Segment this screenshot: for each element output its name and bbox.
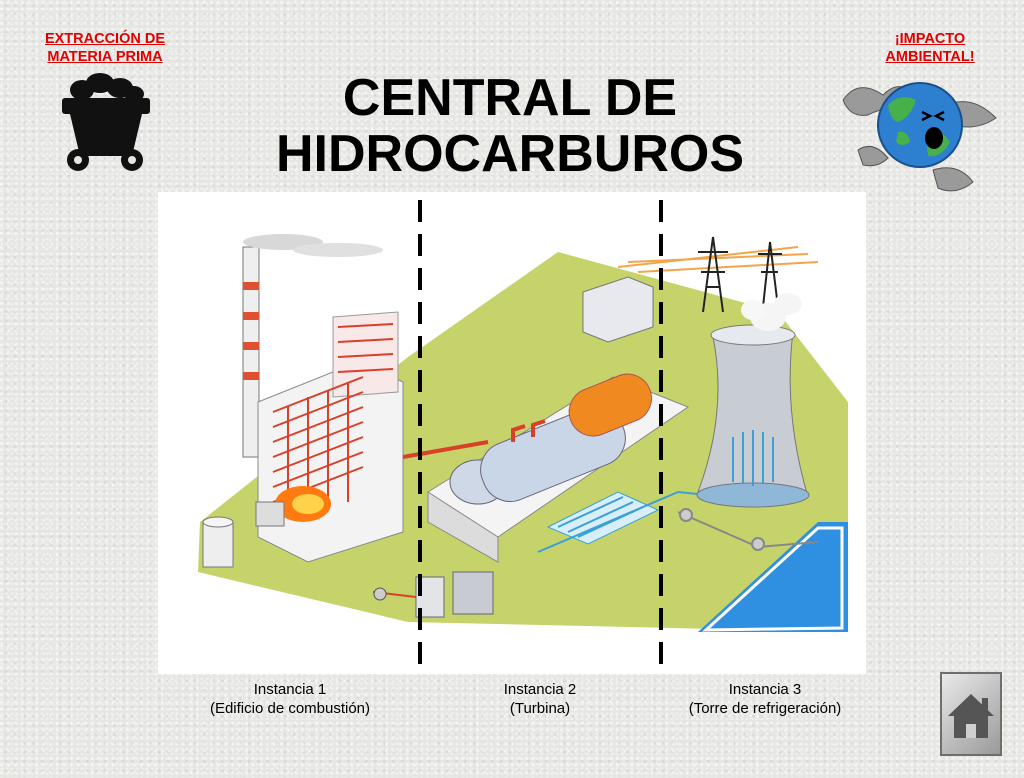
instancia-2-desc: (Turbina) (509, 700, 571, 717)
power-plant-diagram (158, 192, 866, 679)
instancia-3-desc: (Torre de refrigeración) (688, 700, 842, 717)
instancia-1-desc: (Edificio de combustión) (209, 700, 371, 717)
home-button[interactable] (940, 672, 1002, 756)
page-title-line2: HIDROCARBUROS (276, 125, 744, 183)
sad-earth-icon[interactable] (838, 70, 1003, 210)
page-title: CENTRAL DE HIDROCARBUROS (200, 70, 820, 182)
materia-prima-link[interactable]: EXTRACCIÓN DE MATERIA PRIMA (30, 30, 180, 66)
coal-cart-icon[interactable] (60, 70, 155, 180)
materia-prima-link-line2: MATERIA PRIMA (47, 49, 163, 65)
instancia-2-label: Instancia 2 (Turbina) (470, 680, 610, 718)
home-icon (948, 694, 994, 738)
instancia-3-name: Instancia 3 (728, 681, 802, 698)
page-title-line1: CENTRAL DE (342, 69, 678, 127)
instancia-2-name: Instancia 2 (503, 681, 577, 698)
instancia-1-label: Instancia 1 (Edificio de combustión) (180, 680, 400, 718)
materia-prima-link-line1: EXTRACCIÓN DE (44, 31, 166, 47)
impacto-ambiental-link-line1: ¡IMPACTO (894, 31, 966, 47)
impacto-ambiental-link-line2: AMBIENTAL! (885, 49, 975, 65)
instancia-1-name: Instancia 1 (253, 681, 327, 698)
instancia-3-label: Instancia 3 (Torre de refrigeración) (650, 680, 880, 718)
impacto-ambiental-link[interactable]: ¡IMPACTO AMBIENTAL! (855, 30, 1005, 66)
